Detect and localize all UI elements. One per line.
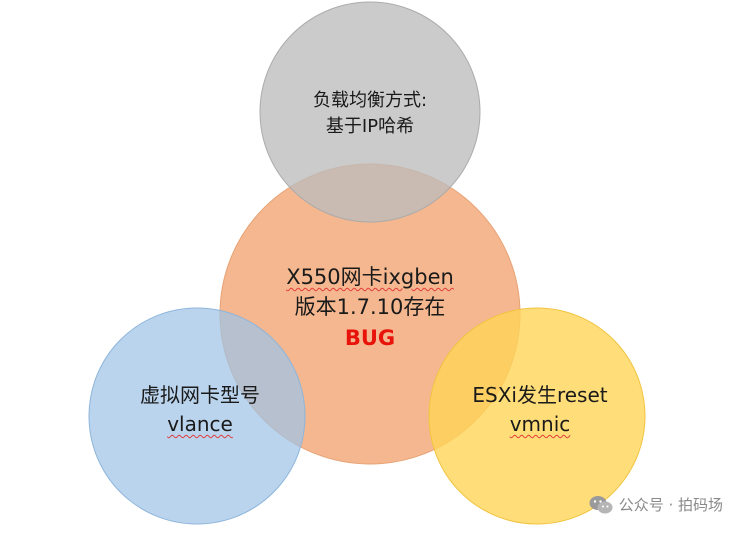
center-circle-label: X550网卡ixgben 版本1.7.10存在 BUG (250, 262, 490, 353)
right-circle (428, 307, 646, 525)
left-circle-line2: vlance (167, 412, 233, 436)
right-circle-line1: ESXi发生reset (472, 383, 608, 407)
left-circle-label: 虚拟网卡型号 vlance (115, 381, 285, 439)
wechat-icon (589, 495, 613, 513)
top-circle-label: 负载均衡方式: 基于IP哈希 (270, 88, 470, 140)
center-circle-line2: 版本1.7.10存在 (294, 295, 446, 320)
left-circle (88, 307, 306, 525)
bug-label: BUG (344, 325, 396, 350)
right-circle-line2: vmnic (509, 412, 571, 436)
top-circle-line2: 基于IP哈希 (325, 116, 415, 138)
top-circle (259, 1, 481, 223)
watermark: 公众号 · 拍码场 (589, 494, 723, 515)
top-circle-line1: 负载均衡方式: (312, 90, 428, 111)
left-circle-line1: 虚拟网卡型号 (140, 383, 260, 407)
watermark-text: 公众号 · 拍码场 (618, 496, 723, 514)
right-circle-label: ESXi发生reset vmnic (450, 381, 630, 439)
center-circle-line1: X550网卡ixgben (286, 265, 454, 289)
